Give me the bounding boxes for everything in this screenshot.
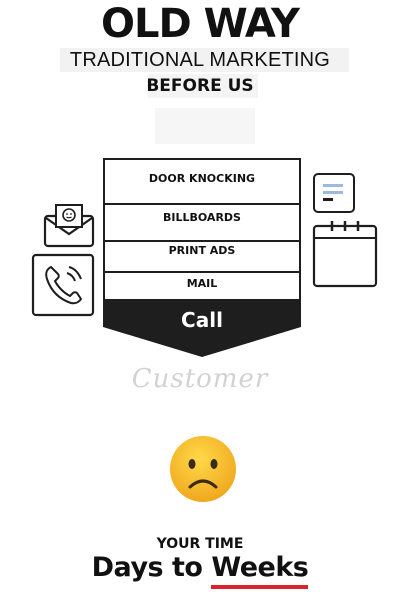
funnel-arrow — [103, 299, 301, 357]
funnel-item-mail: MAIL — [103, 271, 301, 299]
page-title: OLD WAY — [100, 1, 300, 47]
red-underline — [211, 585, 309, 589]
funnel-item-billboards: BILLBOARDS — [103, 203, 301, 240]
envelope-icon — [43, 204, 95, 248]
before-highlight — [148, 74, 258, 98]
subtitle-highlight — [60, 48, 349, 72]
time-range-prefix: Days to — [91, 552, 212, 583]
page-subtitle: TRADITIONAL MARKETING — [69, 49, 331, 71]
weeks-text: Weeks — [211, 552, 309, 583]
document-icon — [313, 173, 355, 213]
calendar-icon — [312, 221, 378, 288]
funnel-outcome-call: Call — [181, 308, 223, 332]
your-time-label: YOUR TIME — [156, 536, 244, 552]
customer-label: Customer — [131, 364, 269, 394]
phone-icon — [31, 253, 95, 317]
sad-face-emoji — [170, 436, 236, 502]
funnel-item-door-knocking: DOOR KNOCKING — [103, 158, 301, 203]
blank-panel — [155, 108, 255, 144]
time-range-highlight: Weeks — [211, 552, 309, 589]
funnel-item-print-ads: PRINT ADS — [103, 240, 301, 271]
marketing-funnel: DOOR KNOCKING BILLBOARDS PRINT ADS MAIL … — [103, 158, 301, 357]
before-label: BEFORE US — [146, 76, 254, 96]
time-range: Days to Weeks — [0, 552, 400, 589]
